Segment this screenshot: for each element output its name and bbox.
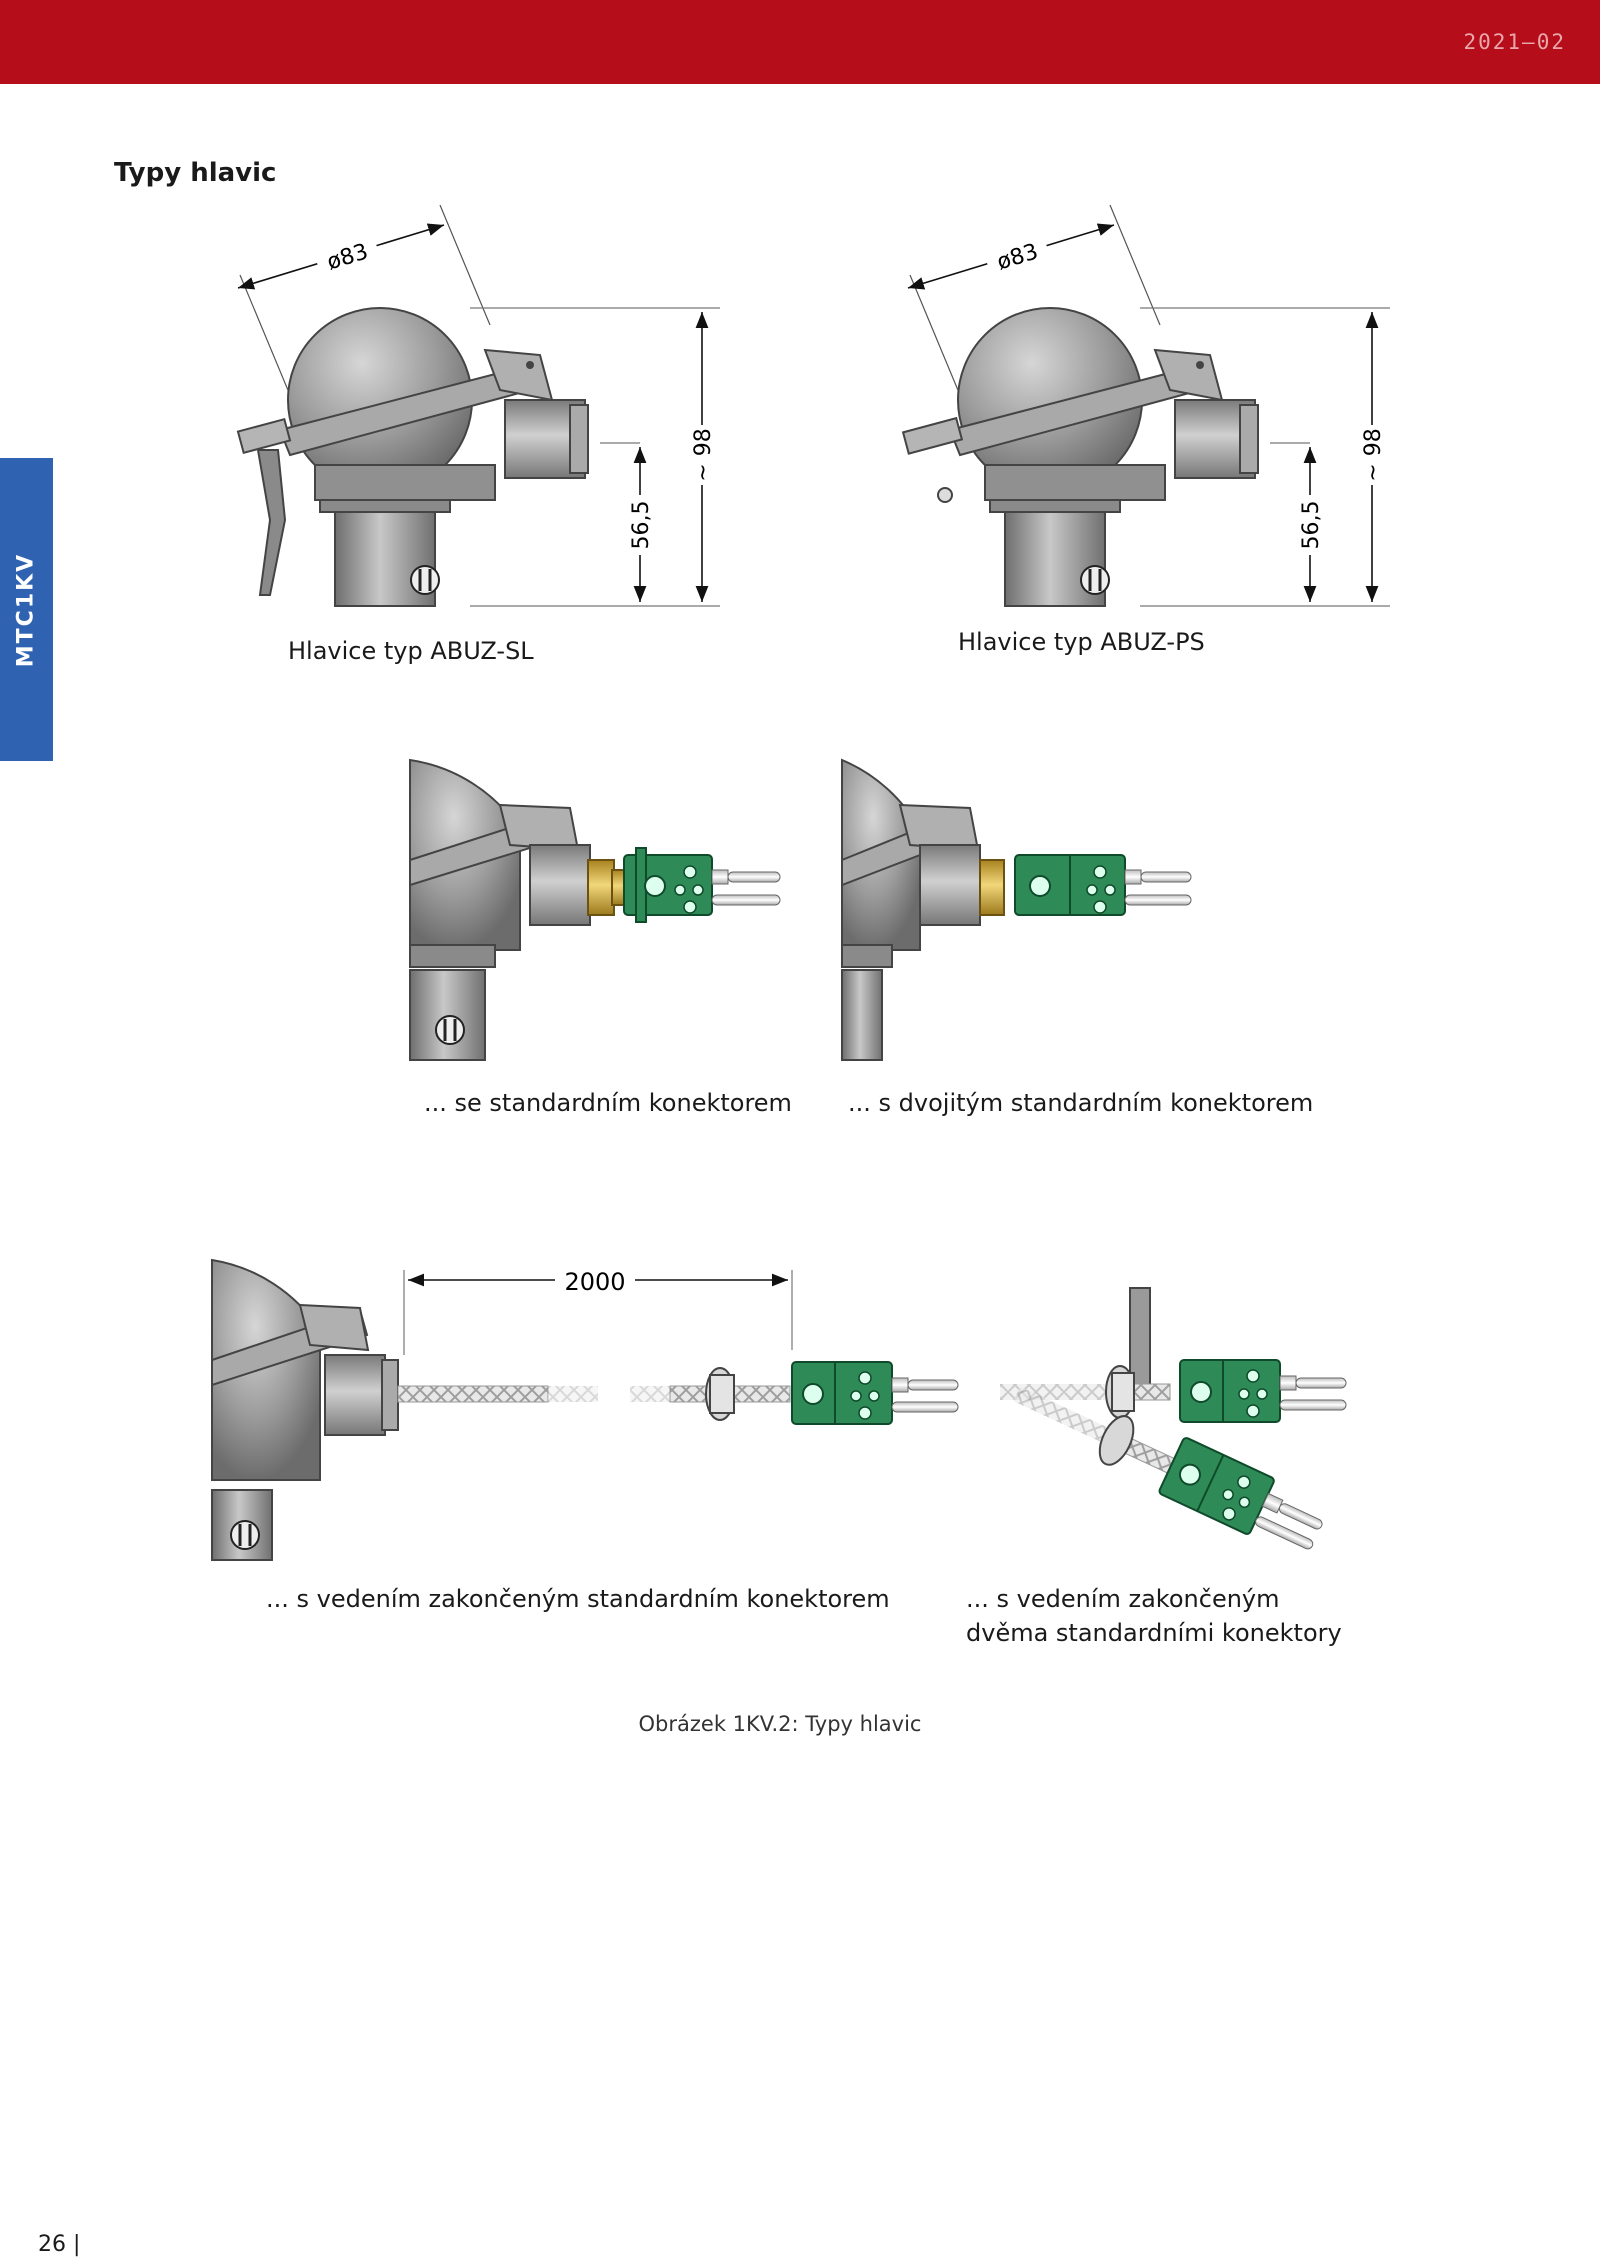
head-abuz-sl-drawing: ø83 ~ 98 56,5 — [236, 204, 720, 607]
side-tab-label: MTC1KV — [13, 552, 39, 668]
page-number: 26 | — [38, 2232, 81, 2257]
head-1-caption: Hlavice typ ABUZ-SL — [288, 637, 534, 665]
cable-length-label: 2000 — [564, 1268, 625, 1296]
head-1-center-label: 56,5 — [629, 501, 654, 550]
connector-1-caption: ... se standardním konektorem — [424, 1089, 792, 1117]
head-abuz-ps-drawing: ø83 ~ 98 56,5 — [901, 204, 1390, 607]
figure-caption: Obrázek 1KV.2: Typy hlavic — [638, 1712, 922, 1736]
cable-2-caption: ... s vedením zakončeným dvěma standardn… — [966, 1585, 1342, 1647]
header-bar: 2021–02 — [0, 0, 1600, 84]
head-2-caption: Hlavice typ ABUZ-PS — [958, 628, 1205, 656]
standard-connector-drawing — [409, 758, 781, 1061]
side-tab: MTC1KV — [0, 458, 53, 761]
cable-connector-drawing: 2000 — [211, 1258, 959, 1561]
section-title: Typy hlavic — [114, 158, 277, 188]
cable-two-connectors-drawing — [1000, 1287, 1347, 1550]
head-1-height-label: ~ 98 — [691, 428, 716, 481]
document-date: 2021–02 — [1463, 30, 1566, 54]
connector-2-caption: ... s dvojitým standardním konektorem — [848, 1089, 1314, 1117]
double-connector-drawing — [841, 758, 1192, 1061]
head-2-center-label: 56,5 — [1299, 501, 1324, 550]
cable-1-caption: ... s vedením zakončeným standardním kon… — [266, 1585, 890, 1613]
head-2-height-label: ~ 98 — [1361, 428, 1386, 481]
